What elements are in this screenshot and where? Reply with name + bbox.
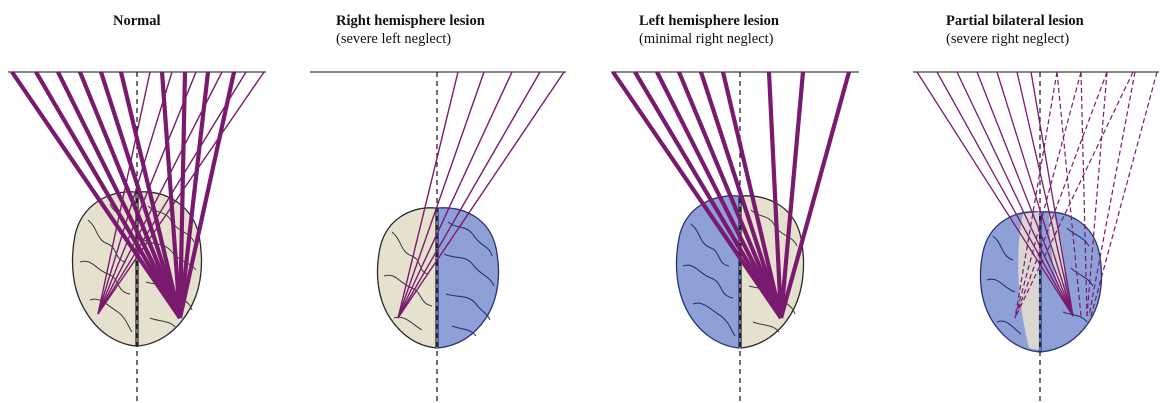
brain [377,208,498,348]
panel-left-hemisphere-lesion: Left hemisphere lesion (minimal right ne… [603,0,893,403]
brain [980,212,1101,352]
normal-diagram [0,0,290,403]
right-lesion-diagram [300,0,590,403]
panel-right-hemisphere-lesion: Right hemisphere lesion (severe left neg… [300,0,590,403]
panel-partial-bilateral-lesion: Partial bilateral lesion (severe right n… [903,0,1163,403]
bilateral-lesion-diagram [903,0,1163,403]
left-lesion-diagram [603,0,893,403]
panel-normal: Normal [0,0,290,403]
